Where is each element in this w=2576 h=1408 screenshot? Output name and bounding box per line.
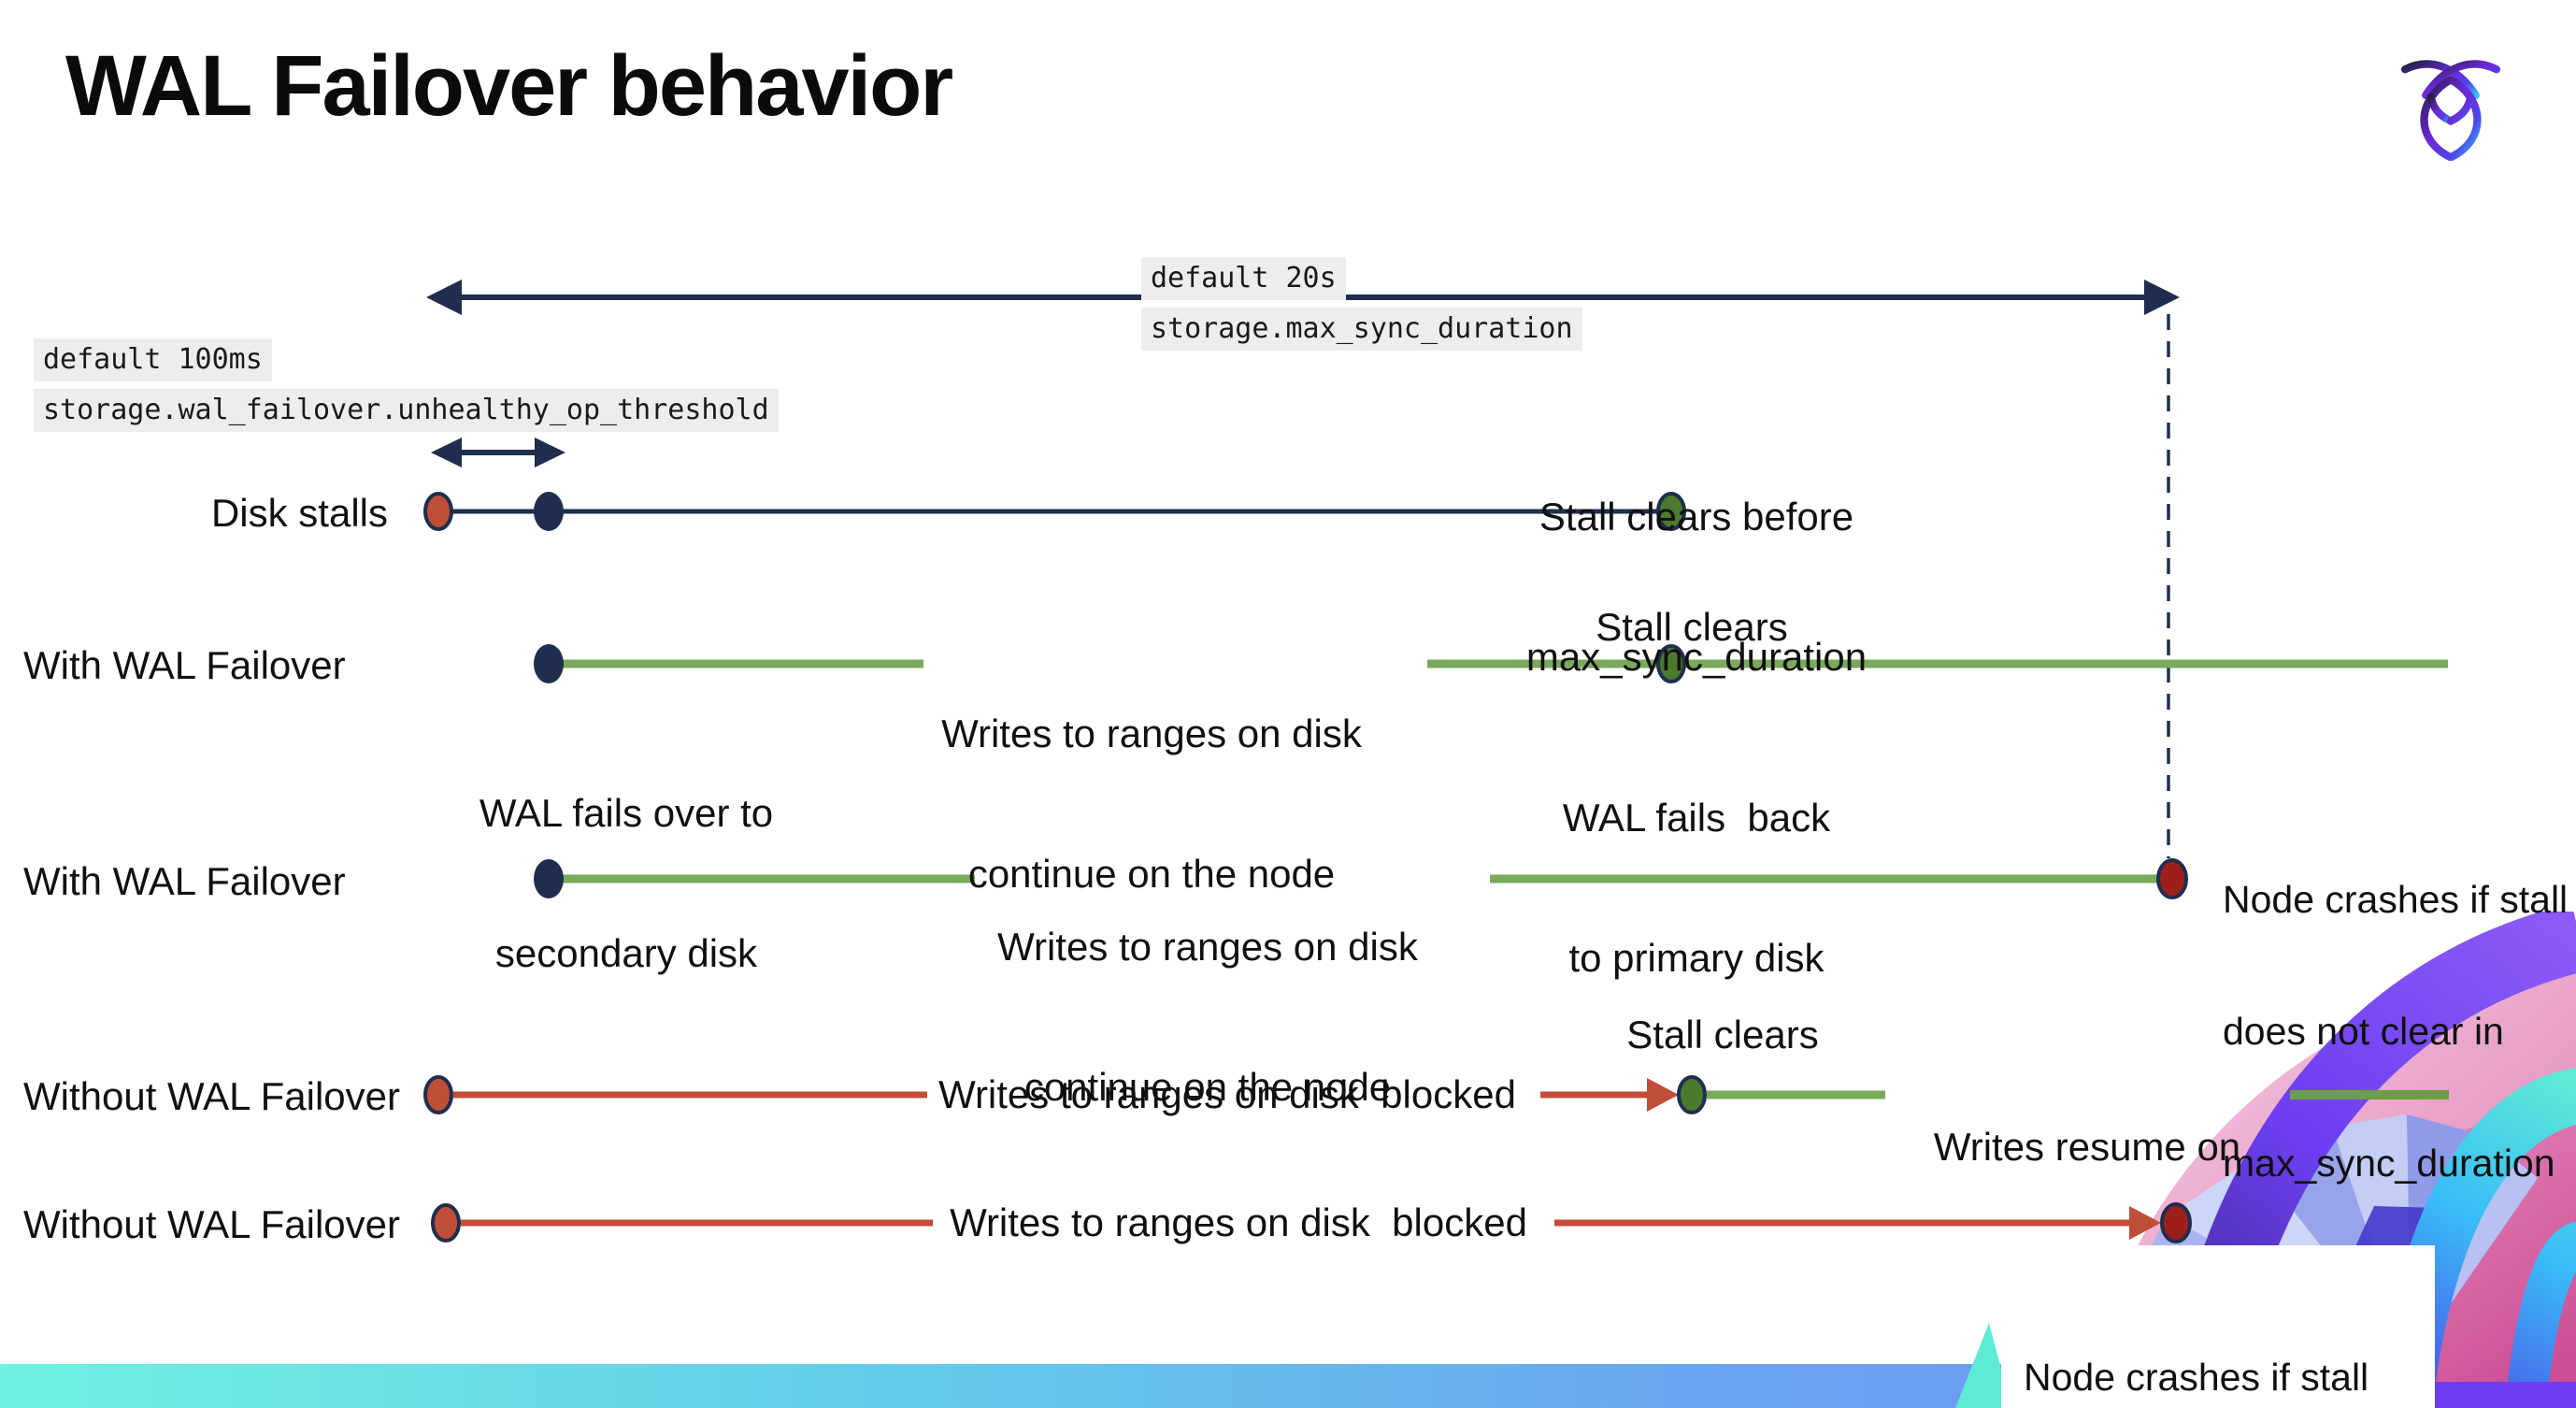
- annotation-wal-fails-back: WAL fails back to primary disk: [1562, 796, 1831, 980]
- row1-label: Disk stalls: [210, 491, 388, 535]
- logo-antenna-right: [2422, 60, 2501, 99]
- row1-threshold-dot: [534, 492, 564, 531]
- unhealthy-op-threshold-arrowhead-right: [535, 438, 565, 467]
- row4-label: Without WAL Failover: [23, 1074, 400, 1118]
- logo-branch-left: [2426, 93, 2455, 125]
- unhealthy-op-threshold-arrowhead-left: [431, 438, 462, 467]
- artwork-cyan-arch-small: [2505, 1221, 2576, 1408]
- unhealthy-op-threshold-label: default 100ms storage.wal_failover.unhea…: [34, 338, 779, 432]
- max-sync-duration-arrowhead-right: [2144, 280, 2180, 315]
- row4-red-arrowhead: [1647, 1078, 1679, 1112]
- unhealthy-op-threshold-default-chip: default 100ms: [34, 338, 272, 381]
- annotation-stall-clears-row2: Stall clears: [1596, 605, 1788, 649]
- annotation-writes-blocked-row4: Writes to ranges on disk blocked: [938, 1072, 1516, 1116]
- row5-blocked-dot: [431, 1203, 461, 1243]
- logo-branch-right: [2446, 93, 2475, 125]
- row1-disk-stall-dot: [423, 492, 453, 531]
- row4-blocked-dot: [423, 1075, 453, 1114]
- max-sync-duration-default-chip: default 20s: [1141, 257, 1346, 300]
- row3-crash-dot: [2156, 858, 2188, 899]
- annotation-writes-continue-row2: Writes to ranges on disk continue on the…: [941, 711, 1362, 896]
- row2-failover-dot: [534, 644, 564, 683]
- max-sync-duration-label: default 20s storage.max_sync_duration: [1141, 257, 1582, 351]
- row1-stall-clears-dot: [1656, 492, 1686, 531]
- page-title: WAL Failover behavior: [65, 38, 953, 134]
- row3-failover-dot: [534, 859, 564, 898]
- logo-antenna-left: [2400, 60, 2480, 99]
- node-crashes-callout-box: [2001, 1245, 2435, 1408]
- annotation-node-crashes-row3: Node crashes if stall does not clear in …: [2223, 878, 2569, 1185]
- unhealthy-op-threshold-setting-chip: storage.wal_failover.unhealthy_op_thresh…: [34, 389, 779, 432]
- artwork-cyan-triangle: [1955, 1323, 2011, 1408]
- annotation-stall-clears-before: Stall clears before max_sync_duration: [1525, 495, 1868, 679]
- row5-label: Without WAL Failover: [23, 1202, 400, 1246]
- row2-stall-clears-dot: [1656, 644, 1686, 683]
- cockroachdb-logo-icon: [2400, 60, 2501, 161]
- annotation-node-crashes-row5: Node crashes if stall does not clear in …: [2024, 1356, 2369, 1399]
- row4-stall-clears-dot: [1677, 1075, 1707, 1114]
- annotation-stall-clears-row4: Stall clears: [1626, 1013, 1819, 1056]
- annotation-wal-fails-over: WAL fails over to secondary disk: [479, 791, 774, 975]
- annotation-writes-continue-row3: Writes to ranges on disk continue on the…: [997, 925, 1418, 1109]
- max-sync-duration-arrowhead-left: [426, 280, 462, 315]
- max-sync-duration-setting-chip: storage.max_sync_duration: [1141, 308, 1582, 351]
- row5-crash-dot: [2160, 1202, 2192, 1243]
- row3-label: With WAL Failover: [23, 859, 346, 903]
- annotation-writes-blocked-row5: Writes to ranges on disk blocked: [950, 1200, 1527, 1244]
- row5-red-arrowhead: [2129, 1206, 2161, 1240]
- row2-label: With WAL Failover: [23, 643, 346, 687]
